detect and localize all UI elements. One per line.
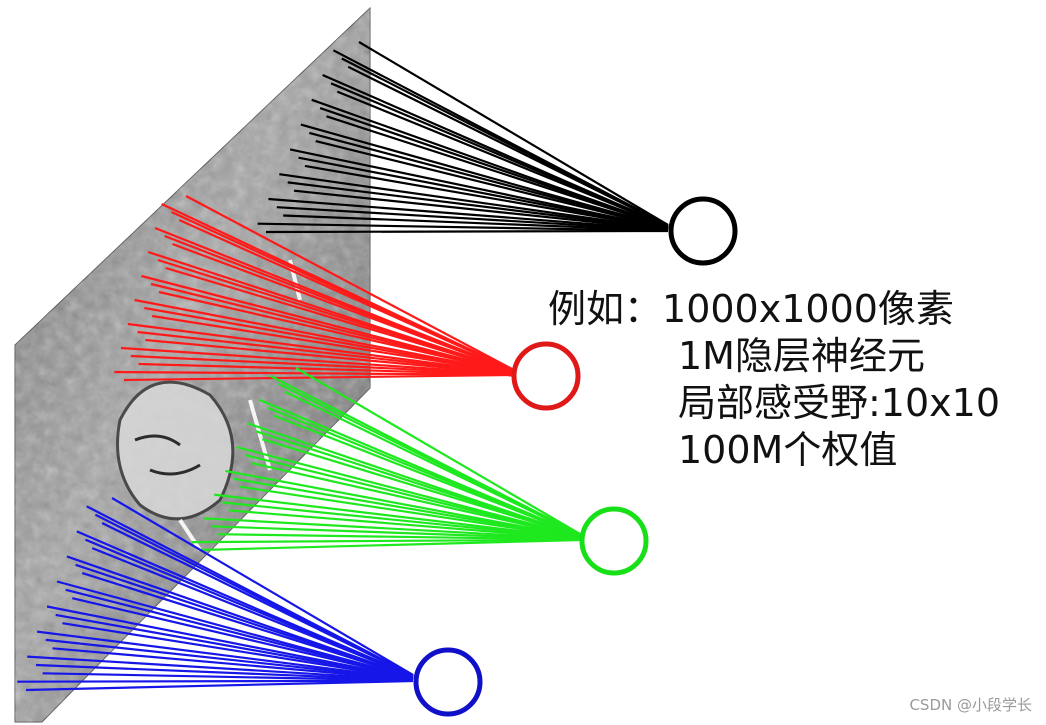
connection-line xyxy=(62,622,414,680)
annotation-line-pixels: 1000x1000像素 xyxy=(662,287,954,331)
connection-line xyxy=(137,330,513,375)
connection-line xyxy=(336,90,669,228)
connection-line xyxy=(257,222,669,232)
connection-line xyxy=(250,461,581,539)
connections-red xyxy=(114,195,513,382)
connection-line xyxy=(35,663,414,682)
connection-line xyxy=(127,322,513,375)
connection-line xyxy=(211,525,581,541)
connection-line xyxy=(199,538,581,552)
connection-line xyxy=(151,314,513,374)
connection-line xyxy=(255,430,581,538)
connection-line xyxy=(145,338,513,375)
connection-line xyxy=(46,605,414,680)
connection-line xyxy=(244,453,581,538)
connection-line xyxy=(304,164,669,230)
connection-line xyxy=(17,679,414,683)
connection-line xyxy=(25,679,414,692)
connection-line xyxy=(214,493,581,540)
connection-line xyxy=(276,206,669,232)
connection-line xyxy=(144,306,513,374)
connection-line xyxy=(52,647,414,681)
connection-line xyxy=(134,298,513,374)
connection-line xyxy=(239,485,581,540)
connection-line xyxy=(36,630,414,681)
connection-line xyxy=(130,354,513,376)
connection-line xyxy=(202,517,581,541)
neuron-black xyxy=(668,196,738,266)
example-annotation: 例如：1000x1000像素 1M隐层神经元 局部感受野:10x10 100M个… xyxy=(548,286,1000,474)
connection-line xyxy=(347,65,669,227)
connection-line xyxy=(217,533,581,541)
connection-line xyxy=(75,563,414,679)
connection-line xyxy=(158,290,513,374)
neuron-red xyxy=(511,341,581,411)
connection-line xyxy=(42,672,414,682)
connection-line xyxy=(222,501,581,540)
annotation-line-neurons: 1M隐层神经元 xyxy=(678,334,925,378)
connections-blue xyxy=(17,497,414,692)
connection-line xyxy=(233,477,581,539)
connection-line xyxy=(284,390,581,536)
connection-line xyxy=(185,195,513,370)
connections-green xyxy=(191,367,581,552)
connection-line xyxy=(138,362,513,376)
connection-line xyxy=(298,156,669,230)
connection-line xyxy=(72,597,414,680)
connection-line xyxy=(123,373,513,382)
connection-line xyxy=(265,229,669,234)
example-label: 例如： xyxy=(548,287,663,331)
connection-line xyxy=(295,367,581,535)
connection-line xyxy=(358,41,669,226)
connection-line xyxy=(27,655,414,682)
connection-line xyxy=(326,115,669,229)
annotation-line-weights: 100M个权值 xyxy=(678,428,898,472)
connection-line xyxy=(300,123,669,229)
connection-line xyxy=(111,497,414,676)
connection-line xyxy=(309,131,669,229)
connection-line xyxy=(293,189,669,231)
connection-line xyxy=(81,572,414,679)
connection-line xyxy=(56,580,414,679)
connection-line xyxy=(236,446,581,538)
connections-black xyxy=(257,41,669,234)
connection-line xyxy=(55,613,414,680)
connection-line xyxy=(141,274,513,373)
connection-line xyxy=(178,218,513,371)
connection-line xyxy=(225,469,581,539)
connection-line xyxy=(315,140,669,230)
connection-line xyxy=(287,181,669,231)
neuron-green xyxy=(579,506,649,576)
connection-line xyxy=(165,266,513,373)
connection-line xyxy=(319,107,669,229)
connection-line xyxy=(289,148,669,230)
connection-line xyxy=(91,547,414,678)
connection-line xyxy=(261,438,581,538)
connection-line xyxy=(114,370,513,376)
connection-line xyxy=(120,346,513,376)
connection-line xyxy=(283,214,669,232)
connection-line xyxy=(273,414,581,537)
connection-line xyxy=(101,522,414,677)
connection-line xyxy=(191,538,581,544)
connection-line xyxy=(45,638,414,681)
connection-line xyxy=(150,282,513,373)
neuron-blue xyxy=(413,647,483,717)
connection-line xyxy=(157,258,513,373)
connection-line xyxy=(228,509,581,540)
watermark: CSDN @小段学长 xyxy=(909,696,1032,714)
connection-line xyxy=(268,197,669,232)
connection-line xyxy=(172,242,513,372)
connection-line xyxy=(279,173,669,231)
connection-line xyxy=(65,588,414,679)
annotation-line-receptive-field: 局部感受野:10x10 xyxy=(678,381,1000,425)
